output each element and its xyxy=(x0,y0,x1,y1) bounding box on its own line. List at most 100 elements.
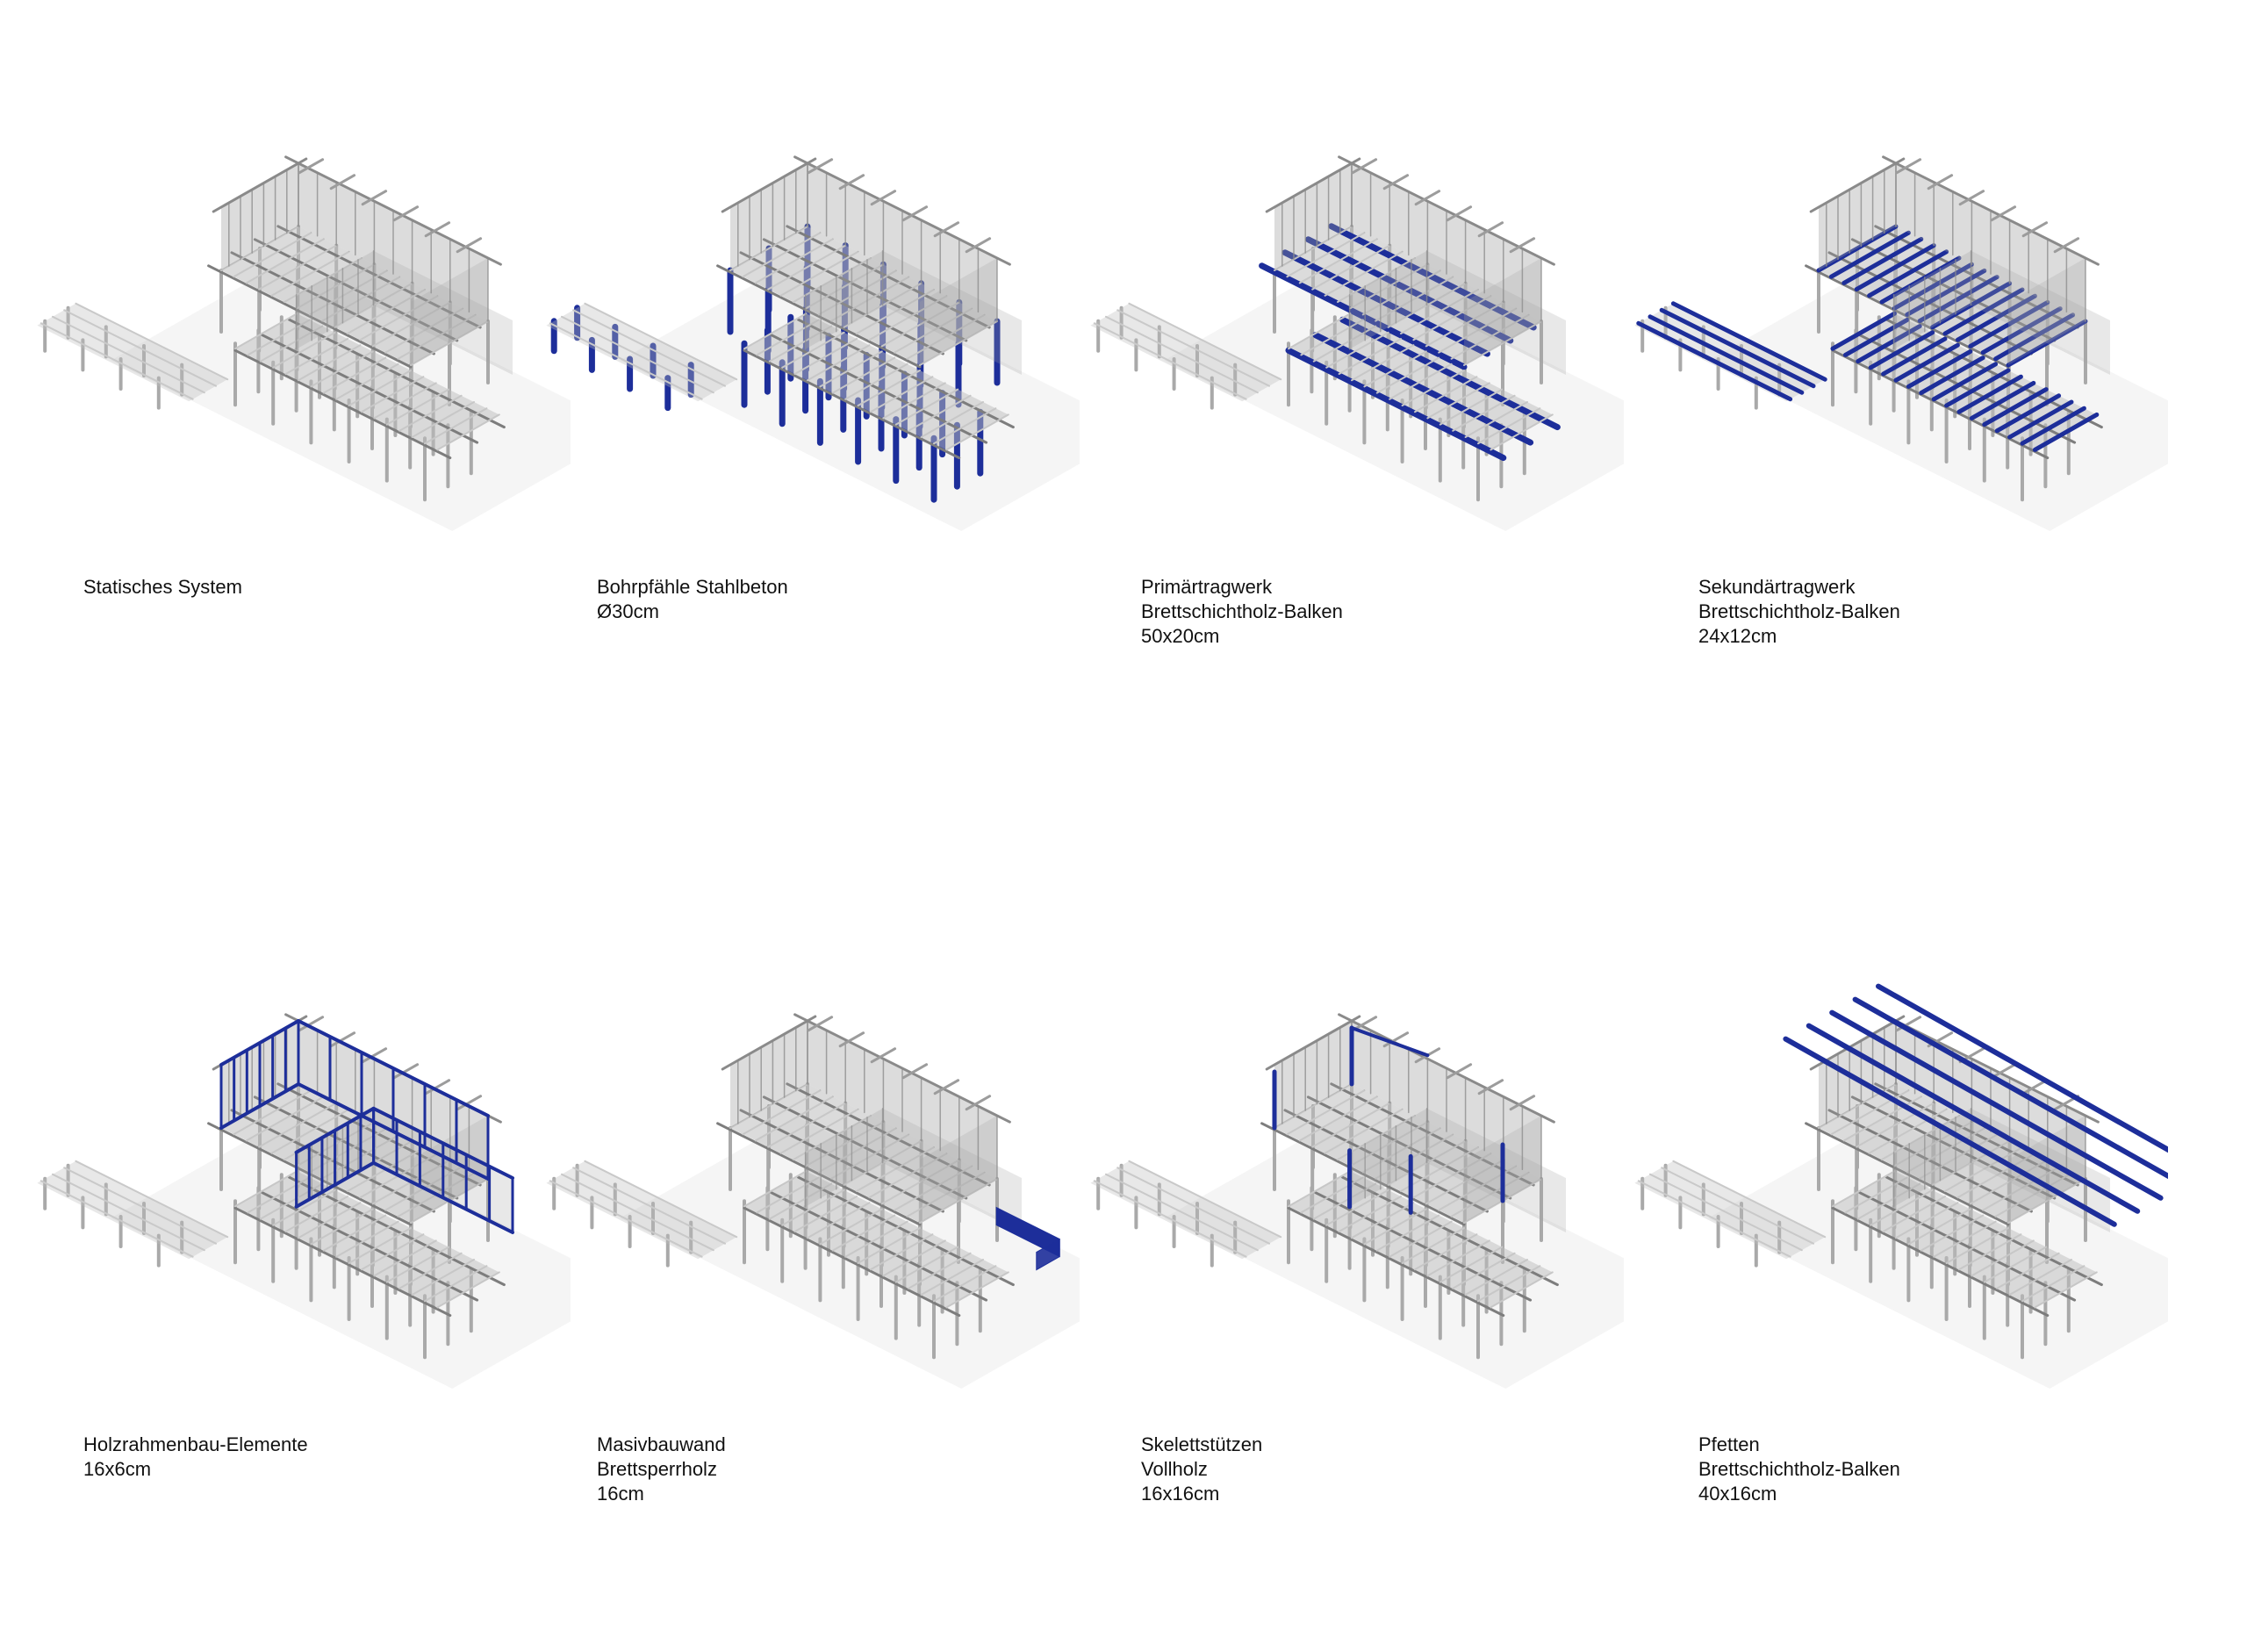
primary-beam xyxy=(762,238,968,342)
secondary-joist xyxy=(247,319,311,356)
secondary-joist xyxy=(1438,307,1518,354)
rafter-end xyxy=(392,1063,420,1080)
primary-beam xyxy=(1283,1109,1489,1213)
secondary-joist xyxy=(348,370,412,406)
primary-beam xyxy=(233,348,452,460)
purlin xyxy=(1805,1023,2141,1214)
secondary-joist xyxy=(1982,1165,2062,1211)
secondary-joist xyxy=(1996,1252,2060,1289)
secondary-joist xyxy=(1881,1115,1960,1160)
rafter-end xyxy=(1414,190,1441,206)
secondary-joist xyxy=(1477,407,1541,445)
secondary-joist xyxy=(1868,330,1935,370)
primary-beam xyxy=(739,1109,944,1213)
top-plate xyxy=(1265,1015,1361,1071)
primary-beam xyxy=(276,225,482,329)
secondary-joist xyxy=(322,1214,387,1252)
floor-deck-main xyxy=(1274,1084,1541,1223)
secondary-joist xyxy=(335,363,399,400)
secondary-joist xyxy=(296,263,376,310)
walkway-joist xyxy=(39,1180,194,1258)
secondary-joist xyxy=(894,1165,973,1211)
secondary-joist xyxy=(742,1089,822,1136)
secondary-joist xyxy=(880,1159,960,1205)
secondary-joist xyxy=(1931,362,1999,402)
secondary-joist xyxy=(310,350,374,388)
walkway-joist xyxy=(1128,302,1282,381)
walkway-joist xyxy=(63,1167,217,1245)
primary-beam xyxy=(253,1095,459,1200)
rafter-end xyxy=(361,1047,388,1064)
secondary-joist xyxy=(1401,370,1465,406)
secondary-joist xyxy=(1944,1146,2023,1192)
secondary-joist xyxy=(371,301,451,348)
walkway-joist xyxy=(584,302,738,381)
walkway-joist xyxy=(75,302,229,381)
walkway-joist xyxy=(572,1167,726,1245)
secondary-joist xyxy=(298,1202,362,1239)
secondary-joist xyxy=(743,1170,808,1208)
caption-line: Holzrahmenbau-Elemente xyxy=(83,1433,308,1455)
rafter-end xyxy=(1509,1095,1536,1111)
secondary-joist xyxy=(1882,1196,1946,1232)
secondary-joist xyxy=(894,388,959,426)
primary-beam xyxy=(762,1095,968,1200)
walkway-joist xyxy=(561,1173,714,1252)
model-group xyxy=(1090,155,1624,531)
primary-beam xyxy=(276,1082,482,1187)
wall-inner-2 xyxy=(373,250,513,375)
wall-inner xyxy=(805,1108,883,1207)
rafter-end xyxy=(1990,205,2017,222)
secondary-joist xyxy=(1907,1208,1971,1246)
secondary-joist xyxy=(1980,306,2063,356)
secondary-joist xyxy=(805,263,885,310)
secondary-joist xyxy=(1439,1246,1504,1283)
secondary-joist xyxy=(1414,1233,1478,1271)
panel-caption: Statisches System xyxy=(83,575,242,600)
walkway-joist xyxy=(52,315,205,394)
primary-beam xyxy=(1260,1122,1466,1226)
caption-line: 40x16cm xyxy=(1698,1483,1777,1505)
secondary-joist xyxy=(1971,1239,2035,1277)
rafter-end xyxy=(838,1031,865,1048)
structure-model-bohrpfaehle xyxy=(546,155,1080,531)
secondary-joist xyxy=(920,401,984,438)
secondary-joist xyxy=(781,1189,845,1226)
secondary-joist xyxy=(398,394,463,432)
secondary-joist xyxy=(793,1196,858,1232)
secondary-joist xyxy=(361,1233,425,1271)
top-plate xyxy=(1809,157,1906,213)
caption-line: Statisches System xyxy=(83,576,242,598)
top-plate xyxy=(212,157,308,213)
secondary-joist xyxy=(1955,293,2037,342)
secondary-joist xyxy=(410,320,489,366)
primary-beam xyxy=(230,251,435,356)
secondary-joist xyxy=(361,376,425,413)
primary-beam xyxy=(743,1206,961,1318)
secondary-joist xyxy=(1311,244,1391,291)
secondary-joist xyxy=(1286,232,1366,278)
rafter-end xyxy=(933,1079,960,1095)
rafter-end xyxy=(1446,1063,1473,1080)
primary-beam xyxy=(1850,1095,2057,1200)
secondary-joist xyxy=(321,276,401,322)
walkway-joist xyxy=(549,322,703,400)
secondary-joist xyxy=(233,1089,312,1136)
panel-statisches-system: Statisches System xyxy=(9,0,571,794)
secondary-joist xyxy=(2020,406,2086,446)
walkway-joist xyxy=(561,315,714,394)
rafter-end xyxy=(1382,174,1410,190)
secondary-joist xyxy=(908,1252,972,1289)
secondary-joist xyxy=(1944,368,2011,408)
model-group xyxy=(1634,983,2168,1389)
secondary-joist xyxy=(1879,255,1962,305)
secondary-joist xyxy=(756,1176,820,1214)
walkway-joist xyxy=(1670,301,1827,382)
caption-line: 24x12cm xyxy=(1698,625,1777,647)
primary-beam xyxy=(1831,1206,2050,1318)
